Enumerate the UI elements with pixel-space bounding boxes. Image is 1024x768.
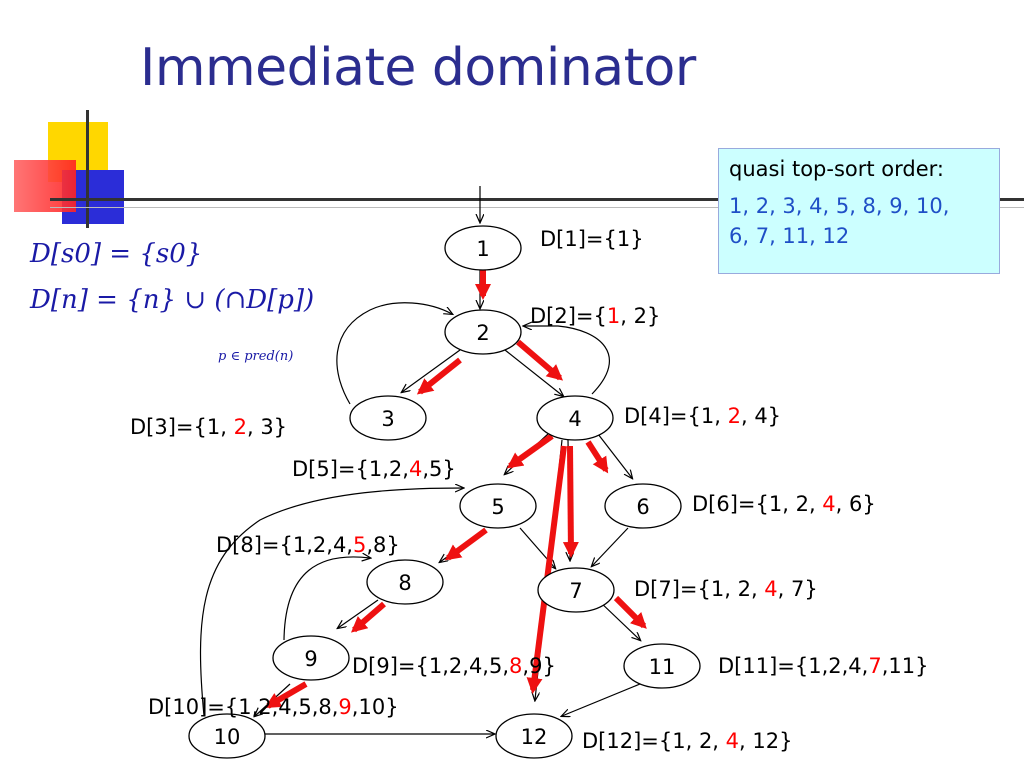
edge-7-11	[597, 599, 640, 640]
node-4-label: 4	[568, 407, 581, 431]
node-4	[536, 395, 614, 441]
node-11-label: 11	[649, 655, 676, 679]
topsort-info-box: quasi top-sort order: 1, 2, 3, 4, 5, 8, …	[718, 148, 1000, 274]
edge-3-2	[336, 302, 452, 405]
page-title: Immediate dominator	[140, 38, 696, 98]
info-order-line2: 6, 7, 11, 12	[729, 224, 850, 248]
idom-2-3	[416, 357, 462, 395]
dom-set-3: D[3]={1, 2, 3}	[130, 415, 287, 439]
node-2	[444, 309, 522, 355]
idom-7-11	[613, 595, 647, 629]
dom-set-2: D[2]={1, 2}	[530, 304, 660, 328]
dom-set-12: D[12]={1, 2, 4, 12}	[582, 729, 792, 753]
idom-8-9	[350, 601, 386, 633]
edge-4-2	[524, 326, 611, 395]
node-8	[366, 559, 444, 605]
node-9-label: 9	[304, 647, 317, 671]
info-order-line1: 1, 2, 3, 4, 5, 8, 9, 10,	[729, 194, 950, 218]
dom-set-5: D[5]={1,2,4,5}	[292, 457, 456, 481]
formula-line1: D[s0] = {s0}	[29, 239, 202, 269]
node-6-label: 6	[636, 495, 649, 519]
node-11	[623, 643, 701, 689]
idom-4-7	[562, 445, 579, 558]
dom-set-8: D[8]={1,2,4,5,8}	[216, 533, 400, 557]
formula-line2: D[n] = {n} ∪ (∩D[p])	[29, 285, 314, 315]
node-7-label: 7	[569, 579, 582, 603]
node-1-label: 1	[476, 237, 489, 261]
edge-10-5	[199, 488, 463, 717]
formula-subscript: p ∈ pred(n)	[218, 349, 293, 364]
idom-2-4	[516, 339, 564, 381]
node-6	[604, 483, 682, 529]
idom-4-12	[526, 445, 567, 694]
edge-6-7	[592, 527, 629, 566]
idom-9-10	[264, 681, 308, 709]
idom-4-6	[585, 440, 609, 474]
title-rule	[50, 198, 1024, 201]
decor-corner	[0, 0, 140, 230]
idom-4-5	[506, 433, 554, 469]
dom-set-10: D[10]={1,2,4,5,8,9,10}	[148, 695, 399, 719]
node-12-label: 12	[521, 725, 548, 749]
dom-set-7: D[7]={1, 2, 4, 7}	[634, 577, 818, 601]
dom-set-4: D[4]={1, 2, 4}	[624, 404, 781, 428]
node-5-label: 5	[491, 495, 504, 519]
edge-9-8	[283, 557, 370, 641]
edge-8-9	[338, 599, 379, 628]
dom-set-6: D[6]={1, 2, 4, 6}	[692, 492, 876, 516]
edge-2-3	[402, 349, 461, 392]
node-10-label: 10	[214, 725, 241, 749]
node-1	[444, 225, 522, 271]
node-10	[188, 713, 266, 759]
node-8-label: 8	[398, 571, 411, 595]
edge-2-4	[504, 349, 563, 396]
dom-set-9: D[9]={1,2,4,5,8,9}	[352, 654, 556, 678]
node-3	[349, 395, 427, 441]
dom-set-1: D[1]={1}	[540, 227, 644, 251]
edge-11-12	[562, 683, 641, 716]
node-9	[272, 635, 350, 681]
node-7	[537, 567, 615, 613]
title-rule-thin	[50, 207, 1024, 208]
idom-5-8	[444, 527, 488, 561]
node-12	[495, 713, 573, 759]
info-order: 1, 2, 3, 4, 5, 8, 9, 10, 6, 7, 11, 12	[729, 191, 989, 251]
node-5	[459, 483, 537, 529]
node-2-label: 2	[476, 321, 489, 345]
info-heading: quasi top-sort order:	[729, 157, 944, 181]
dom-set-11: D[11]={1,2,4,7,11}	[718, 654, 928, 678]
node-3-label: 3	[381, 407, 394, 431]
edge-4-6	[597, 433, 632, 478]
